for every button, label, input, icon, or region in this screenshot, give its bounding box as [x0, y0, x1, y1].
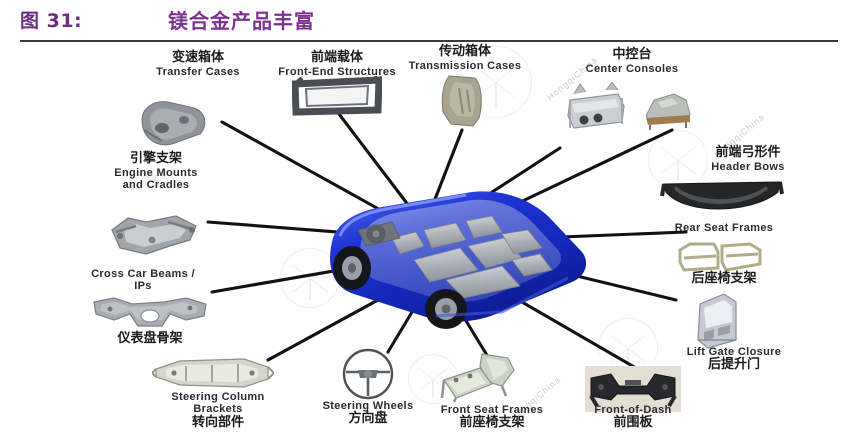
callout-steering-column-brackets[interactable]: Steering Column Brackets 转向部件 — [152, 391, 284, 430]
callout-label-en: Steering Wheels — [322, 400, 414, 412]
callout-label-en: Steering Column — [171, 391, 265, 403]
callout-lift-gate-closure[interactable]: Lift Gate Closure 后提升门 — [656, 346, 812, 373]
engine-mount-part-icon — [106, 212, 202, 260]
callout-transfer-cases[interactable]: 变速箱体 Transfer Cases — [118, 50, 278, 78]
callout-steering-wheels[interactable]: Steering Wheels 方向盘 — [310, 400, 426, 427]
figure-number: 图 31: — [20, 10, 83, 32]
lift-gate-part-icon — [690, 292, 742, 350]
steering-column-bracket-part-icon — [152, 355, 274, 391]
callout-label-en: Cross Car Beams / — [91, 268, 195, 280]
front-of-dash-part-icon — [585, 366, 681, 412]
callout-label-en: Front Seat Frames — [440, 404, 544, 416]
callout-label-cn: 仪表盘骨架 — [117, 331, 183, 346]
callout-label-en: Engine Mounts — [114, 166, 198, 179]
steering-wheel-part-icon — [340, 348, 396, 400]
header-divider — [20, 40, 838, 42]
center-console-part-icon — [562, 82, 630, 132]
callout-label-cn: 后座椅支架 — [691, 271, 757, 286]
callout-header-bows[interactable]: 前端弓形件 Header Bows — [672, 145, 824, 173]
callout-center-consoles[interactable]: 中控台 Center Consoles — [565, 47, 699, 75]
cross-car-beam-part-icon — [92, 296, 208, 330]
callout-label-cn: 方向盘 — [348, 411, 388, 427]
front-end-structure-part-icon — [292, 76, 382, 116]
figure-header: 图 31: 镁合金产品丰富 — [20, 4, 838, 38]
transfer-case-part-icon — [132, 92, 212, 150]
callout-label-cn: 引擎支架 — [129, 151, 182, 166]
callout-label-cn: 前围板 — [613, 415, 653, 431]
callout-label-en: Transfer Cases — [156, 65, 240, 78]
rear-seat-frame-part-icon — [676, 240, 764, 274]
callout-label-cn: 转向部件 — [191, 414, 244, 430]
callout-front-seat-frames[interactable]: Front Seat Frames 前座椅支架 — [420, 404, 564, 431]
page-title: 镁合金产品丰富 — [168, 9, 315, 33]
callout-label-cn: 中控台 — [612, 47, 652, 62]
callout-label-en-2: IPs — [134, 280, 152, 293]
callout-cross-car-beams-cn[interactable]: 仪表盘骨架 — [92, 331, 208, 347]
callout-label-en: Front-of-Dash — [594, 404, 672, 416]
callout-cross-car-beams[interactable]: Cross Car Beams / IPs — [78, 268, 208, 292]
callout-rear-seat-frames-cn[interactable]: 后座椅支架 — [660, 271, 788, 287]
callout-engine-mounts[interactable]: 引擎支架 Engine Mounts and Cradles — [90, 151, 222, 191]
callout-front-end-structures[interactable]: 前端载体 Front-End Structures — [276, 50, 398, 78]
front-seat-frame-part-icon — [436, 352, 520, 404]
transmission-case-part-icon — [437, 72, 487, 130]
callout-front-of-dash[interactable]: Front-of-Dash 前围板 — [578, 404, 688, 431]
header-bow-part-icon — [660, 178, 784, 212]
callout-rear-seat-frames-en[interactable]: Rear Seat Frames — [656, 222, 792, 234]
center-console-part-icon-secondary — [640, 88, 698, 132]
callout-label-cn: 前端弓形件 — [715, 145, 781, 160]
vehicle-illustration — [296, 176, 592, 336]
callout-label-en: Front-End Structures — [278, 65, 396, 78]
callout-label-en: Lift Gate Closure — [686, 346, 782, 358]
callout-label-en: Center Consoles — [585, 62, 679, 75]
callout-label-cn: 传动箱体 — [438, 44, 491, 59]
callout-label-en-2: Brackets — [193, 402, 243, 415]
callout-label-cn: 前端载体 — [310, 50, 363, 65]
callout-label-en: Transmission Cases — [408, 59, 522, 72]
callout-label-en: Rear Seat Frames — [674, 222, 774, 234]
callout-transmission-cases[interactable]: 传动箱体 Transmission Cases — [400, 44, 530, 72]
callout-label-cn: 变速箱体 — [171, 50, 224, 65]
callout-label-en: Header Bows — [711, 160, 785, 173]
callout-label-cn: 前座椅支架 — [459, 415, 525, 431]
callout-label-en-2: and Cradles — [122, 178, 190, 191]
callout-label-cn: 后提升门 — [707, 357, 760, 373]
